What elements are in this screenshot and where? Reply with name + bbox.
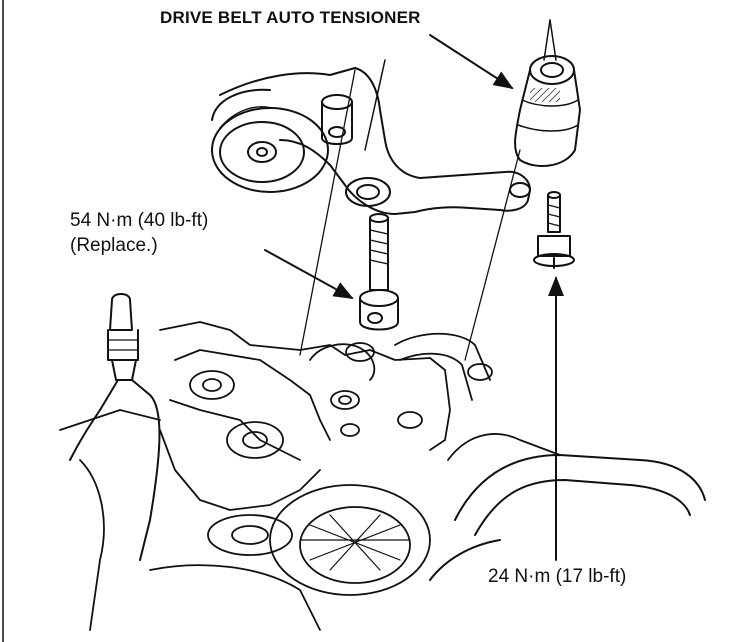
tensioner-bolt-long	[359, 213, 399, 331]
tensioner-bracket	[219, 67, 531, 215]
tensioner-bolt-flange	[533, 191, 575, 269]
component-title: DRIVE BELT AUTO TENSIONER	[160, 8, 421, 27]
crank-pulley	[59, 409, 431, 631]
tensioner-damper	[514, 55, 581, 167]
spark-plug	[69, 293, 161, 561]
coolant-hose	[429, 454, 706, 581]
flange-bolt-torque-label: 24 N·m (17 lb-ft)	[488, 566, 627, 587]
pointer-line	[364, 59, 386, 151]
pointer-line	[543, 19, 551, 61]
bolt-torque-label: 54 N·m (40 lb-ft) (Replace.)	[70, 208, 208, 258]
bolt-replace-note: (Replace.)	[70, 235, 158, 256]
tensioner-pulley	[211, 88, 329, 193]
pointer-line	[464, 149, 521, 361]
pointer-line	[299, 69, 356, 356]
title-pointer-arrow	[429, 34, 514, 90]
pointer-line	[549, 19, 557, 61]
bolt-torque-value: 54 N·m (40 lb-ft)	[70, 210, 209, 231]
engine-block	[159, 321, 561, 511]
torque-pointer-arrow	[264, 249, 354, 299]
